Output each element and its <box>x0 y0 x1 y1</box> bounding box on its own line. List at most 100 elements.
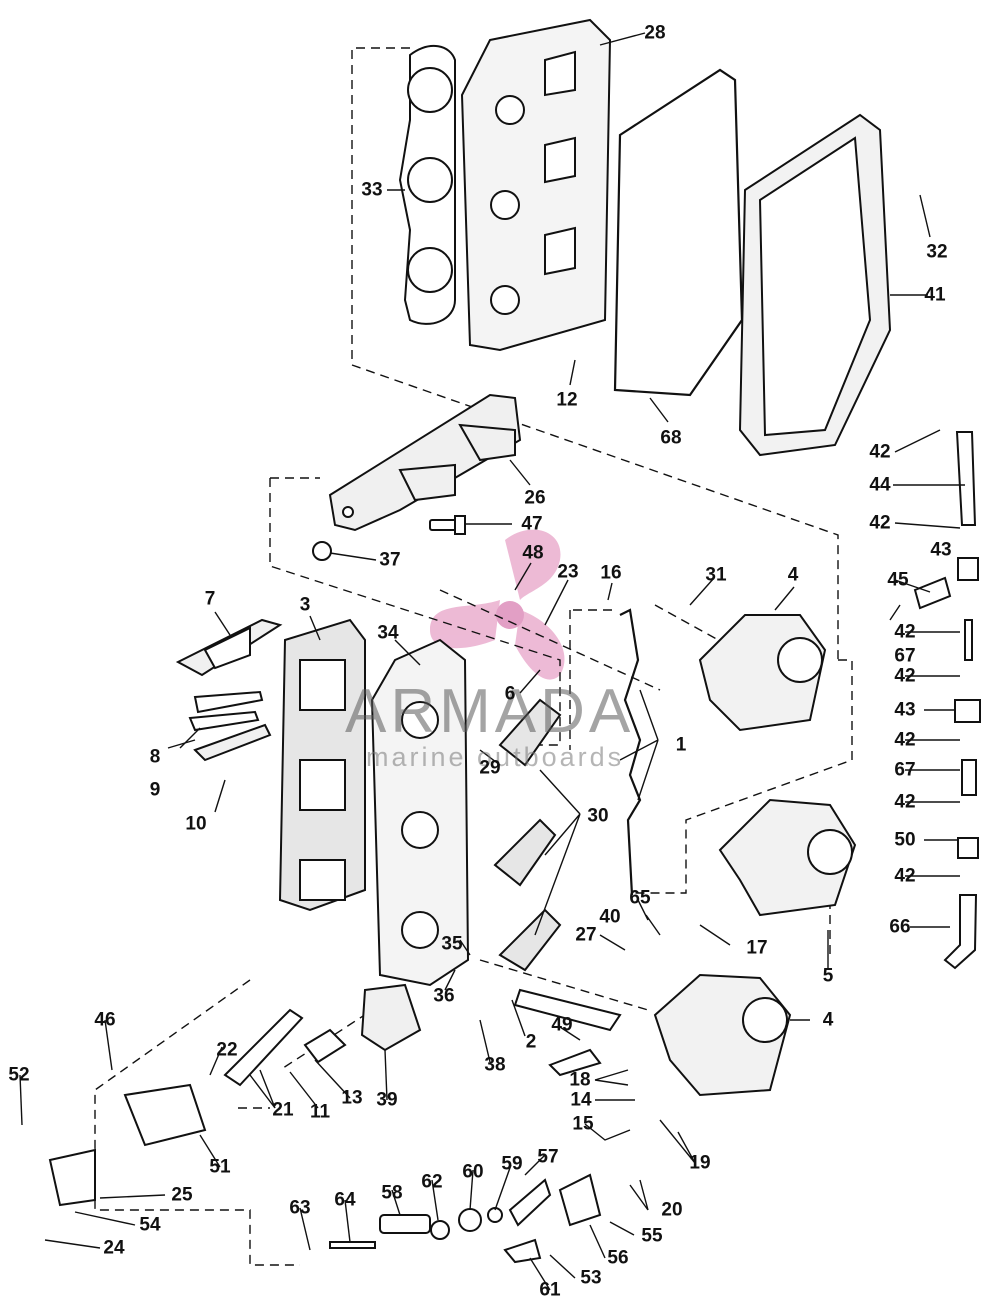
callout-57: 57 <box>537 1146 559 1168</box>
callout-64: 64 <box>334 1189 356 1211</box>
outer-cover-gasket <box>613 68 744 397</box>
callout-17: 17 <box>746 937 768 959</box>
callout-13: 13 <box>341 1087 363 1109</box>
callout-29: 29 <box>479 757 501 779</box>
exhaust-cover-gasket <box>398 45 456 325</box>
callout-21: 21 <box>272 1099 294 1121</box>
callout-19: 19 <box>689 1152 711 1174</box>
callout-30: 30 <box>587 805 609 827</box>
callout-56: 56 <box>607 1247 629 1269</box>
callout-22: 22 <box>216 1039 238 1061</box>
callout-12: 12 <box>556 389 578 411</box>
callout-62: 62 <box>421 1171 443 1193</box>
callout-42: 42 <box>894 865 916 887</box>
callout-42: 42 <box>894 729 916 751</box>
callout-24: 24 <box>103 1237 125 1259</box>
callout-16: 16 <box>600 562 622 584</box>
throttle-linkage-drawing <box>619 608 642 896</box>
callout-44: 44 <box>869 474 891 496</box>
callout-67: 67 <box>894 645 916 667</box>
callout-66: 66 <box>889 916 911 938</box>
outer-exhaust-cover <box>738 113 892 457</box>
fuel-pump-and-lines <box>48 988 622 1264</box>
callout-43: 43 <box>930 539 952 561</box>
callout-14: 14 <box>570 1089 592 1111</box>
callout-59: 59 <box>501 1153 523 1175</box>
reed-valve-assembly <box>175 618 283 762</box>
callout-34: 34 <box>377 622 399 644</box>
bolt-47-drawing <box>429 515 466 535</box>
fuel-hoses-and-fittings <box>913 431 981 970</box>
callout-37: 37 <box>379 549 401 571</box>
carburetors <box>653 614 857 1097</box>
callout-51: 51 <box>209 1156 231 1178</box>
callout-38: 38 <box>484 1054 506 1076</box>
callout-67: 67 <box>894 759 916 781</box>
callout-9: 9 <box>149 779 161 801</box>
callout-1: 1 <box>675 734 687 756</box>
callout-23: 23 <box>557 561 579 583</box>
callout-40: 40 <box>599 906 621 928</box>
callout-8: 8 <box>149 746 161 768</box>
callout-3: 3 <box>299 594 311 616</box>
callout-4: 4 <box>822 1009 834 1031</box>
callout-42: 42 <box>894 665 916 687</box>
callout-45: 45 <box>887 569 909 591</box>
callout-6: 6 <box>504 683 516 705</box>
callout-28: 28 <box>644 22 666 44</box>
callout-2: 2 <box>525 1031 537 1053</box>
callout-4: 4 <box>787 564 799 586</box>
callout-33: 33 <box>361 179 383 201</box>
callout-42: 42 <box>894 791 916 813</box>
callout-50: 50 <box>894 829 916 851</box>
callout-58: 58 <box>381 1182 403 1204</box>
callout-46: 46 <box>94 1009 116 1031</box>
callout-26: 26 <box>524 487 546 509</box>
callout-35: 35 <box>441 933 463 955</box>
callout-43: 43 <box>894 699 916 721</box>
carburetor-bracket <box>328 393 522 532</box>
callout-31: 31 <box>705 564 727 586</box>
callout-5: 5 <box>822 965 834 987</box>
intake-manifold-gasket <box>278 618 366 912</box>
callout-32: 32 <box>926 241 948 263</box>
callout-10: 10 <box>185 813 207 835</box>
callout-60: 60 <box>462 1161 484 1183</box>
callout-41: 41 <box>924 284 946 306</box>
callout-55: 55 <box>641 1225 663 1247</box>
assembly-lines <box>94 47 853 1266</box>
callout-15: 15 <box>572 1113 594 1135</box>
bracket-39-drawing <box>360 983 422 1052</box>
callout-39: 39 <box>376 1089 398 1111</box>
plug-37-drawing <box>312 541 332 561</box>
watermark-subtitle: marine outboards <box>366 742 625 772</box>
callout-47: 47 <box>521 513 543 535</box>
callout-36: 36 <box>433 985 455 1007</box>
callout-42: 42 <box>869 441 891 463</box>
inner-exhaust-cover <box>460 18 612 352</box>
callout-48: 48 <box>522 542 544 564</box>
callout-42: 42 <box>894 621 916 643</box>
callout-54: 54 <box>139 1214 161 1236</box>
intake-manifold <box>370 638 470 987</box>
callout-65: 65 <box>629 887 651 909</box>
callout-27: 27 <box>575 924 597 946</box>
callout-61: 61 <box>539 1279 561 1301</box>
callout-52: 52 <box>8 1064 30 1086</box>
callout-49: 49 <box>551 1014 573 1036</box>
callout-18: 18 <box>569 1069 591 1091</box>
bracket-13-drawing <box>303 1028 347 1064</box>
carburetor-gaskets <box>493 698 562 972</box>
callout-53: 53 <box>580 1267 602 1289</box>
callout-20: 20 <box>661 1199 683 1221</box>
callout-25: 25 <box>171 1184 193 1206</box>
callout-63: 63 <box>289 1197 311 1219</box>
callout-42: 42 <box>869 512 891 534</box>
callout-11: 11 <box>309 1101 331 1123</box>
callout-68: 68 <box>660 427 682 449</box>
leader-lines <box>19 32 965 1291</box>
callout-7: 7 <box>204 588 216 610</box>
watermark-brand: ARMADA <box>345 677 635 746</box>
